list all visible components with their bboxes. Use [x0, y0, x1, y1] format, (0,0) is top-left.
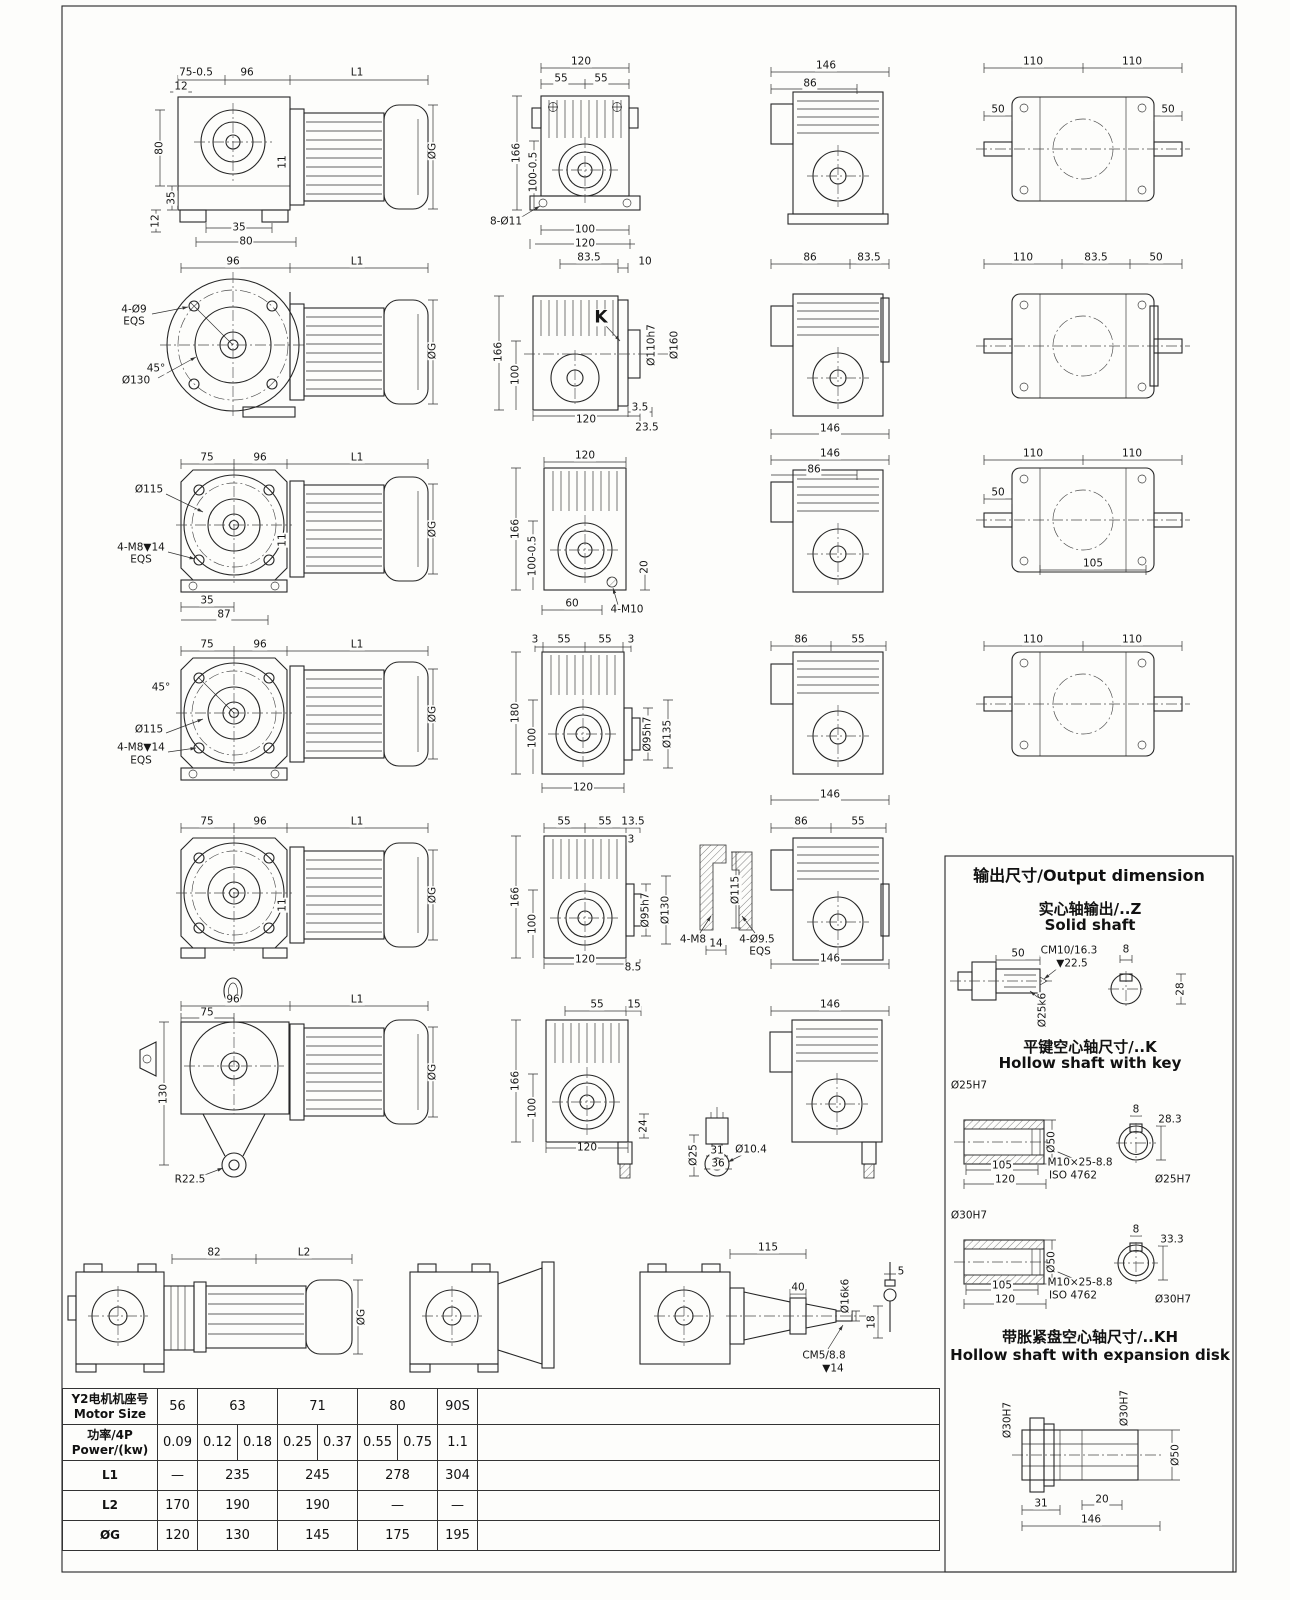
table-row-label: L1 [62, 1460, 158, 1491]
table-cell: 71 [277, 1388, 359, 1425]
view-r5-flange-mount [175, 823, 438, 959]
sheet-frame [61, 5, 1237, 1573]
table-cell: 80 [357, 1388, 439, 1425]
view-r4-side-profile [770, 641, 890, 805]
table-filler-cell [477, 1388, 940, 1425]
solid-shaft-heading-cn: 实心轴输出/..Z [1038, 900, 1142, 918]
view-r4-front [511, 642, 673, 793]
table-cell: 170 [157, 1490, 198, 1521]
table-cell: 56 [157, 1388, 198, 1425]
view-solid-shaft [950, 955, 1186, 1007]
view-r6-torque-arm [139, 977, 438, 1178]
hollow-key-heading-en: Hollow shaft with key [998, 1054, 1182, 1072]
table-cell: 235 [196, 1460, 279, 1491]
view-hollow-shaft-25 [954, 1115, 1166, 1189]
view-r2-side-profile [770, 259, 890, 439]
view-r4-top [975, 641, 1191, 757]
view-r1-top [975, 63, 1191, 202]
view-r1-side-profile [770, 67, 890, 225]
view-hollow-shaft-30 [954, 1235, 1168, 1309]
table-cell: 120 [157, 1520, 198, 1551]
view-r1-front [512, 63, 641, 249]
table-cell: — [357, 1490, 439, 1521]
table-cell: 278 [357, 1460, 439, 1491]
view-r3-top [975, 455, 1191, 575]
expansion-heading-cn: 带胀紧盘空心轴尺寸/..KH [1001, 1328, 1179, 1346]
table-cell: 130 [196, 1520, 279, 1551]
table-cell: — [157, 1460, 198, 1491]
table-cell: 145 [277, 1520, 359, 1551]
table-cell: 245 [277, 1460, 359, 1491]
table-cell: 190 [196, 1490, 279, 1521]
table-filler-cell [477, 1490, 940, 1521]
table-cell: — [437, 1490, 479, 1521]
table-cell: 0.12 [197, 1424, 238, 1461]
view-bottom-shaft-assembly [639, 1249, 897, 1365]
table-row-label: L2 [62, 1490, 158, 1521]
view-r4-flange-mount [165, 646, 438, 781]
table-cell: 0.18 [236, 1424, 279, 1461]
view-r3-front [511, 457, 650, 615]
table-cell: 195 [437, 1520, 479, 1551]
view-r2-flange-mount [151, 263, 438, 418]
hollow-key-heading-cn: 平键空心轴尺寸/..K [1023, 1038, 1157, 1056]
view-r3-flange-mount [165, 459, 438, 625]
table-cell: 0.09 [157, 1424, 198, 1461]
table-cell: 1.1 [437, 1424, 479, 1461]
expansion-heading-en: Hollow shaft with expansion disk [950, 1346, 1230, 1364]
table-cell: 63 [196, 1388, 279, 1425]
table-cell: 0.37 [317, 1424, 359, 1461]
table-cell: 0.25 [277, 1424, 319, 1461]
view-bottom-flange-assembly [409, 1261, 555, 1373]
solid-shaft-heading-en: Solid shaft [1044, 916, 1136, 934]
view-r6-side-profile [769, 1006, 890, 1179]
table-row-label: ØG [62, 1520, 158, 1551]
view-r5-front [511, 823, 756, 969]
view-bottom-gearmotor-assembly [67, 1254, 363, 1373]
view-r5-side-profile [770, 823, 890, 969]
table-filler-cell [477, 1424, 940, 1461]
table-cell: 175 [357, 1520, 439, 1551]
view-r2-top [975, 259, 1191, 399]
table-cell: 0.55 [357, 1424, 399, 1461]
table-filler-cell [477, 1520, 940, 1551]
table-cell: 0.75 [397, 1424, 439, 1461]
view-r1-gearmotor-side [151, 75, 438, 247]
table-cell: 190 [277, 1490, 359, 1521]
output-panel-title: 输出尺寸/Output dimension [973, 866, 1205, 885]
view-r2-output-flange [494, 259, 668, 421]
table-filler-cell [477, 1460, 940, 1491]
table-cell: 304 [437, 1460, 479, 1491]
view-r6-front [511, 1006, 745, 1179]
view-r3-side-profile [770, 455, 890, 593]
table-cell: 90S [437, 1388, 479, 1425]
view-expansion-disk-shaft [1012, 1417, 1180, 1531]
